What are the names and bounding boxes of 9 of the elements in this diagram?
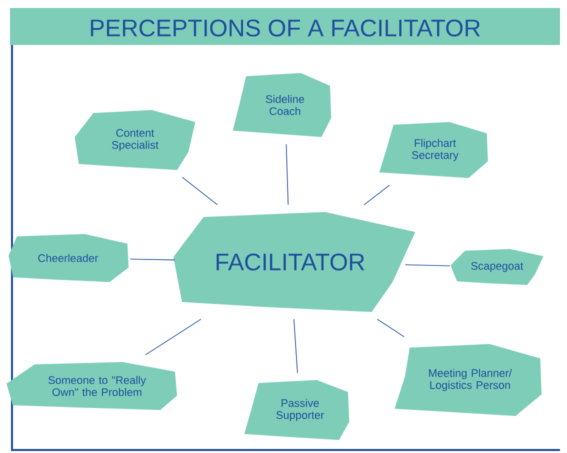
connector-line [145, 318, 202, 356]
connector-line [293, 318, 298, 374]
connector-line [404, 264, 450, 266]
connector-line [364, 184, 390, 206]
connector-line [130, 258, 176, 260]
title-banner: PERCEPTIONS OF A FACILITATOR [10, 8, 560, 45]
connector-line [376, 318, 405, 338]
connector-line [182, 176, 218, 206]
connector-line [286, 144, 289, 206]
